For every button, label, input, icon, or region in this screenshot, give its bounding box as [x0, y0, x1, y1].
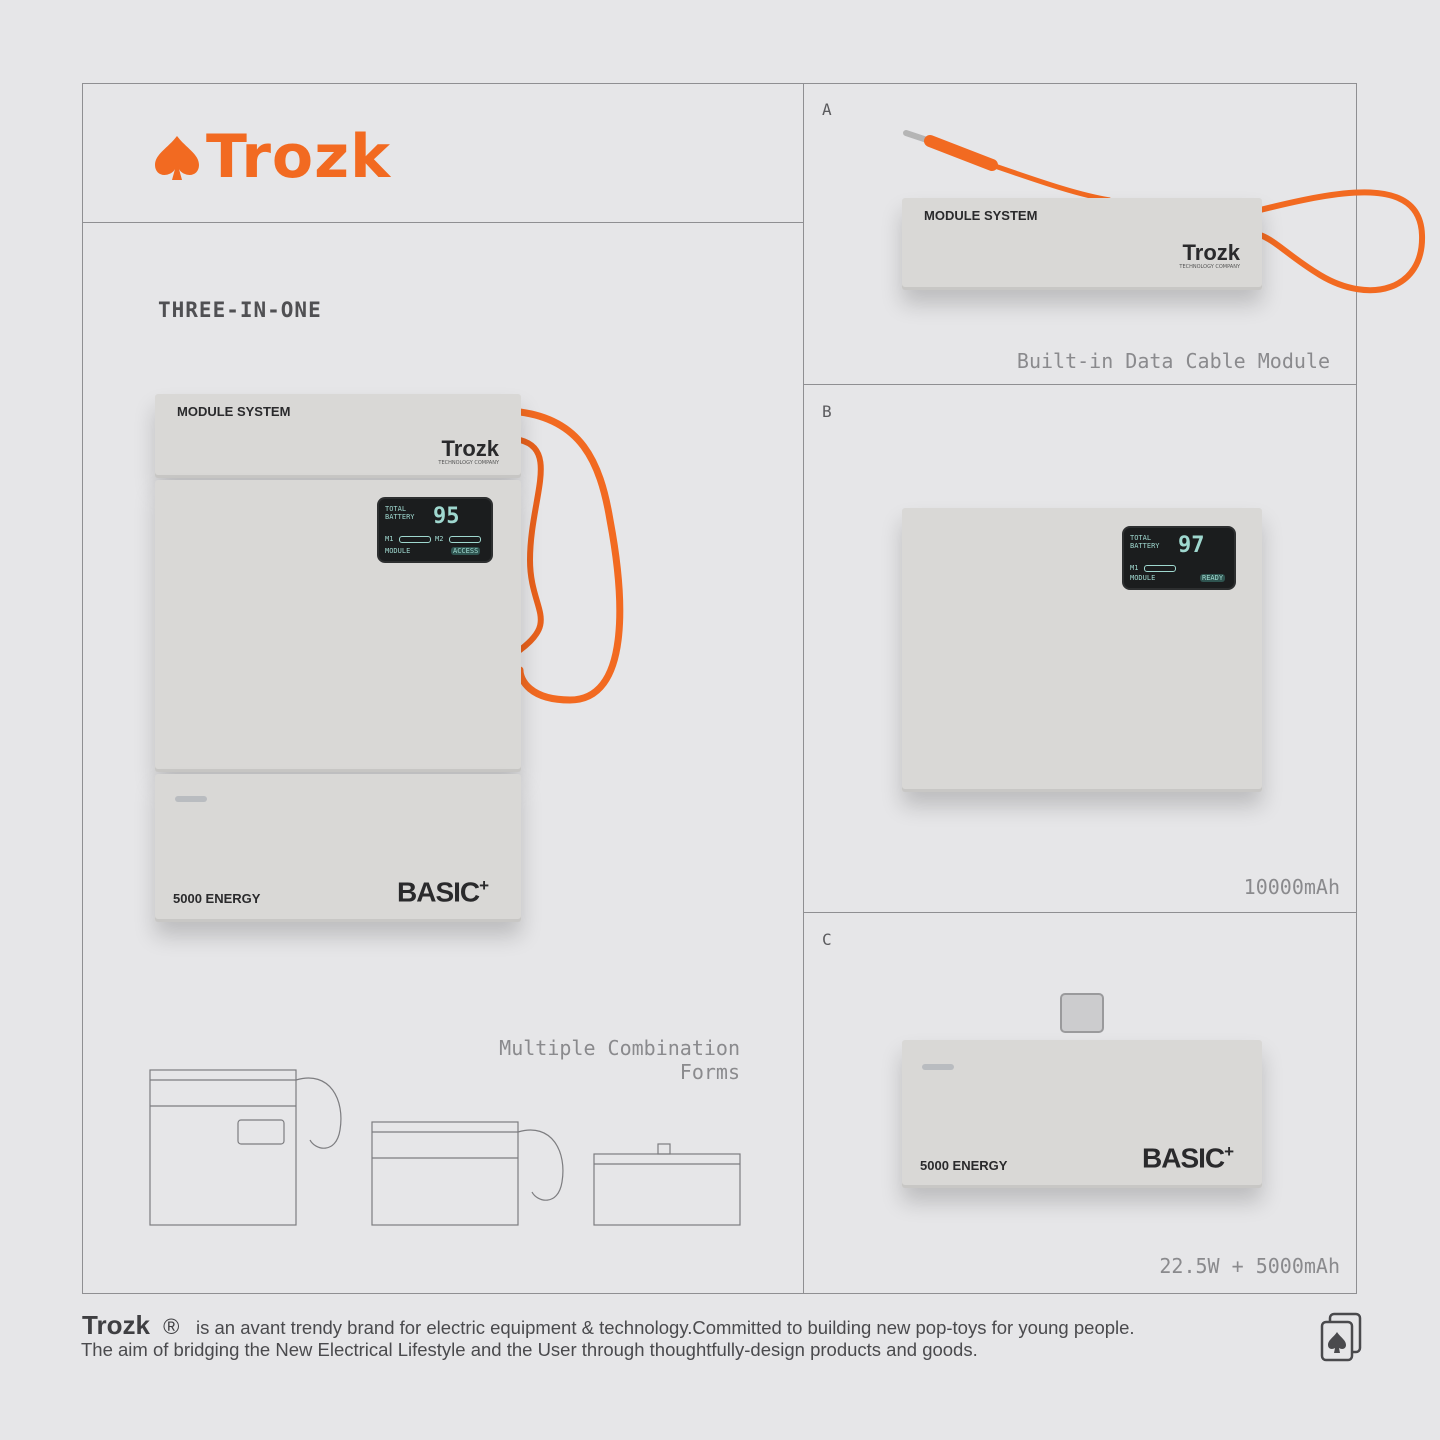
screen-m2-bar — [449, 536, 481, 543]
panel-c-led — [922, 1064, 954, 1070]
panel-a-module: MODULE SYSTEM Trozk TECHNOLOGY COMPANY — [902, 198, 1262, 290]
main-device-basic-module: 5000 ENERGY BASIC+ — [155, 774, 521, 922]
footer-line-2: The aim of bridging the New Electrical L… — [81, 1339, 978, 1360]
frame-divider-a — [803, 384, 1357, 385]
frame-divider-logo — [82, 222, 804, 223]
screen-m1: M1 — [385, 535, 394, 543]
combination-caption: Multiple Combination Forms — [499, 1036, 740, 1084]
spade-logo-icon — [155, 136, 199, 180]
main-device-led — [175, 796, 207, 802]
main-device-top-module: MODULE SYSTEM Trozk TECHNOLOGY COMPANY — [155, 394, 521, 478]
panel-c-energy: 5000 ENERGY — [920, 1158, 1008, 1173]
panel-b-screen-battery: BATTERY — [1130, 542, 1160, 550]
panel-b-screen: TOTAL BATTERY 97 M1 MODULE READY — [1122, 526, 1236, 590]
frame-divider-vertical — [803, 83, 804, 1294]
panel-b-device: TOTAL BATTERY 97 M1 MODULE READY — [902, 508, 1262, 792]
section-heading: THREE-IN-ONE — [158, 298, 322, 322]
brand-logo: Trozk — [152, 122, 391, 192]
screen-battery: BATTERY — [385, 513, 415, 521]
panel-b-screen-total: TOTAL — [1130, 534, 1152, 542]
panel-b-caption: 10000mAh — [1243, 875, 1340, 899]
footer-line-1: is an avant trendy brand for electric eq… — [196, 1317, 1135, 1338]
screen-status: ACCESS — [451, 547, 481, 555]
screen-m1-bar — [399, 536, 431, 543]
main-device-screen: TOTAL BATTERY 95 M1 M2 MODULE ACCESS — [377, 497, 493, 563]
panel-a-brand-sub: TECHNOLOGY COMPANY — [1179, 264, 1240, 270]
drawing-3-body — [593, 1153, 741, 1226]
main-device-module-label: MODULE SYSTEM — [177, 404, 291, 419]
main-device-brand-sub: TECHNOLOGY COMPANY — [438, 460, 499, 466]
main-device-energy: 5000 ENERGY — [173, 891, 261, 906]
panel-c-device: 5000 ENERGY BASIC+ — [902, 1040, 1262, 1188]
panel-c-letter: C — [822, 930, 832, 949]
frame-top — [82, 83, 1357, 84]
panel-c-usb-connector — [1060, 993, 1104, 1033]
main-device-cable — [516, 408, 624, 704]
panel-a-caption: Built-in Data Cable Module — [1016, 349, 1330, 373]
footer-brand: Trozk ® — [82, 1310, 180, 1340]
brand-name: Trozk — [206, 122, 391, 192]
panel-b-screen-m1: M1 — [1130, 564, 1139, 572]
frame-left — [82, 83, 83, 1294]
combination-line-drawings — [149, 1069, 741, 1226]
screen-percent: 95 — [433, 504, 460, 529]
screen-total: TOTAL — [385, 505, 407, 513]
card-stack-icon — [1320, 1312, 1362, 1362]
registered-mark: ® — [163, 1314, 180, 1339]
drawing-2-body — [371, 1121, 519, 1226]
panel-b-screen-module: MODULE — [1130, 574, 1156, 582]
panel-a-label: MODULE SYSTEM — [924, 208, 1038, 223]
panel-b-screen-status: READY — [1200, 574, 1226, 582]
screen-module: MODULE — [385, 547, 411, 555]
main-device-model: BASIC+ — [397, 876, 489, 908]
panel-a-brand: Trozk — [1182, 240, 1240, 265]
panel-c-model: BASIC+ — [1142, 1142, 1234, 1174]
main-device-brand: Trozk — [441, 436, 499, 461]
panel-b-screen-m1-bar — [1144, 565, 1176, 572]
drawing-1-body — [149, 1069, 297, 1226]
frame-divider-b — [803, 912, 1357, 913]
panel-c-caption: 22.5W + 5000mAh — [1159, 1254, 1340, 1278]
screen-m2: M2 — [435, 535, 444, 543]
panel-a-letter: A — [822, 100, 832, 119]
frame-right — [1356, 83, 1357, 1294]
frame-bottom — [82, 1293, 1357, 1294]
main-device-battery-module: TOTAL BATTERY 95 M1 M2 MODULE ACCESS — [155, 480, 521, 772]
panel-b-letter: B — [822, 402, 832, 421]
panel-b-screen-percent: 97 — [1178, 533, 1205, 558]
